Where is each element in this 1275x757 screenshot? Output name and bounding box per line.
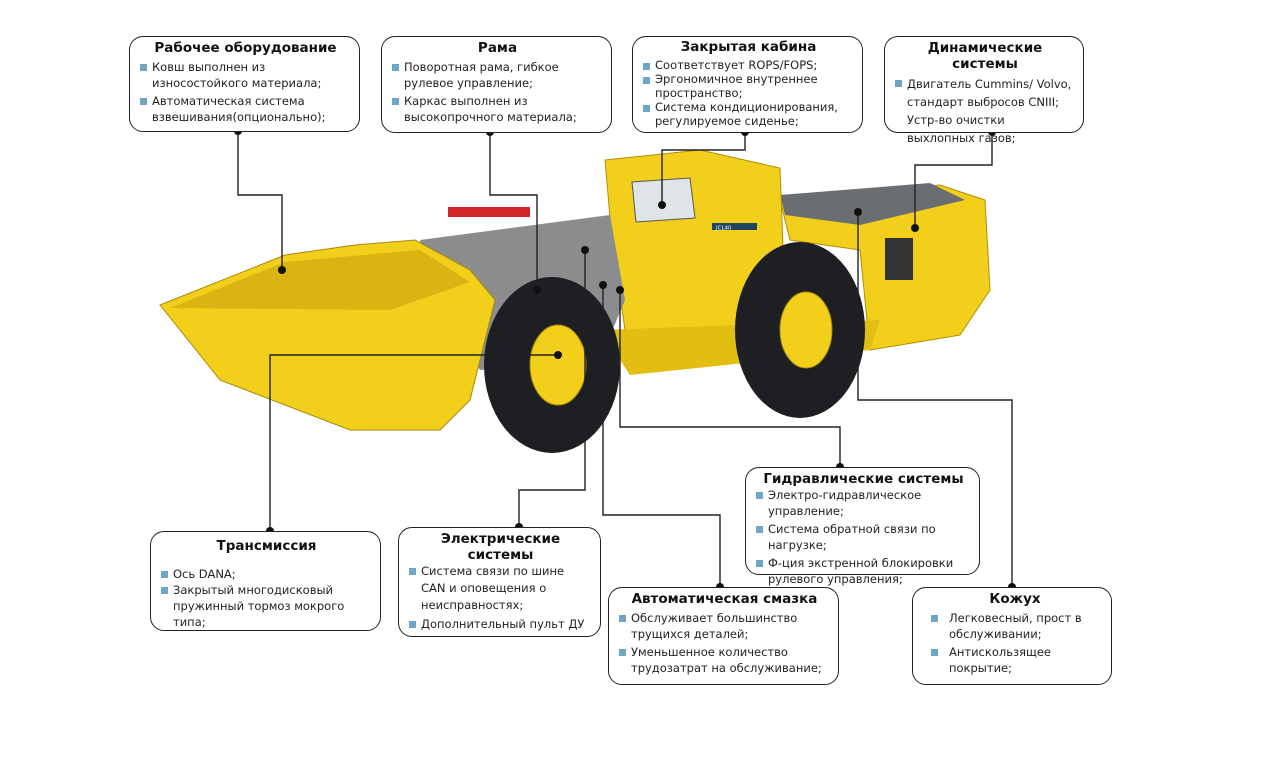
callout-power-systems: Динамические системы Двигатель Cummins/ … [884,36,1084,145]
front-wheel [484,277,620,453]
callout-working-equipment: Рабочее оборудование Ковш выполнен из из… [129,36,360,132]
callout-item: Антискользящее покрытие; [931,644,1103,676]
callout-housing: Кожух Легковесный, прост в обслуживании;… [912,587,1112,685]
callout-frame: Рама Поворотная рама, гибкое рулевое упр… [381,36,612,133]
callout-title: Автоматическая смазка [631,591,818,607]
callout-title: Рабочее оборудование [154,40,337,56]
callout-item: Поворотная рама, гибкое рулевое управлен… [392,59,603,91]
callout-title: Кожух [989,591,1041,607]
callout-item: Ковш выполнен из износостойкого материал… [140,59,351,91]
engine-deck [780,183,965,225]
callout-title: Электрические системы [440,531,561,563]
callout-auto-lubrication: Автоматическая смазка Обслуживает больши… [608,587,839,685]
callout-item: Автоматическая система взвешивания(опцио… [140,93,351,125]
callout-item: Двигатель Cummins/ Volvo, стандарт выбро… [895,75,1075,147]
callout-item: Закрытый многодисковый пружинный тормоз … [161,582,372,630]
callout-item: Каркас выполнен из высокопрочного матери… [392,93,603,125]
callout-item: Дополнительный пульт ДУ [409,616,592,632]
callout-item: Система обратной связи по нагрузке; [756,521,971,553]
callout-item: Ф-ция экстренной блокировки рулевого упр… [756,555,971,587]
callout-item: Ось DANA; [161,566,372,582]
callout-title: Рама [477,40,518,56]
callout-hydraulic-systems: Гидравлические системы Электро-гидравлич… [745,467,980,586]
connector-lines [237,131,1013,587]
callout-item: Система связи по шине CAN и оповещения о… [409,563,592,614]
callout-title: Трансмиссия [216,538,317,554]
callout-item: Эргономичное внутреннее пространство; [643,72,854,100]
rear-wheel [735,242,865,418]
callout-item: Легковесный, прост в обслуживании; [931,610,1103,642]
callout-electrical-systems: Электрические системы Система связи по ш… [398,527,601,637]
callout-item: Электро-гидравлическое управление; [756,487,971,519]
callout-title: Гидравлические системы [763,471,964,487]
callout-closed-cab: Закрытая кабина Соответствует ROPS/FOPS;… [632,36,863,133]
bucket-inner [170,250,470,310]
lift-arm-guard [448,207,530,217]
callout-transmission: Трансмиссия Ось DANA;Закрытый многодиско… [150,531,381,631]
callout-item: Система кондиционирования, регулируемое … [643,100,854,128]
callout-title: Закрытая кабина [680,39,817,55]
model-label: JCL40 [715,226,732,232]
callout-item: Соответствует ROPS/FOPS; [643,58,854,72]
callout-item: Обслуживает большинство трущихся деталей… [619,610,830,642]
callout-item: Уменьшенное количество трудозатрат на об… [619,644,830,676]
model-stripe [712,223,757,230]
callout-title: Динамические системы [927,40,1043,72]
cab-window [631,177,696,223]
grille [885,238,913,280]
